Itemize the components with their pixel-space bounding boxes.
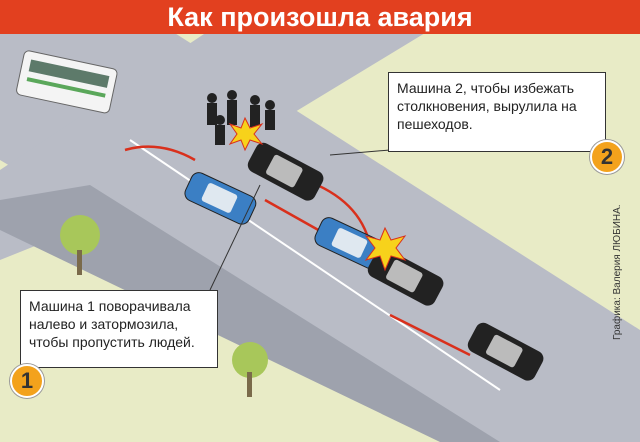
badge-2: 2 [590,140,624,174]
tree [60,215,100,275]
credit: Графика: Валерия ЛЮБИНА. [612,204,623,340]
callout-1: Машина 1 поворачивала налево и затормози… [20,290,218,368]
callout-1-pointer [209,184,261,291]
callout-2: Машина 2, чтобы избежать столкновения, в… [388,72,606,152]
car-2 [247,142,324,201]
curb [0,185,500,442]
car-black-rear [467,322,544,381]
page-title: Как произошла авария [0,0,640,34]
pedestrians [207,90,275,145]
callout-2-pointer [329,149,391,156]
impact-icon [364,226,407,272]
car-1 [184,172,257,225]
bus [16,50,118,114]
tree [232,342,268,397]
callout-1-text: Машина 1 поворачивала налево и затормози… [29,298,195,350]
callout-2-text: Машина 2, чтобы избежать столкновения, в… [397,80,577,132]
badge-1: 1 [10,364,44,398]
impact-icon [228,116,264,152]
